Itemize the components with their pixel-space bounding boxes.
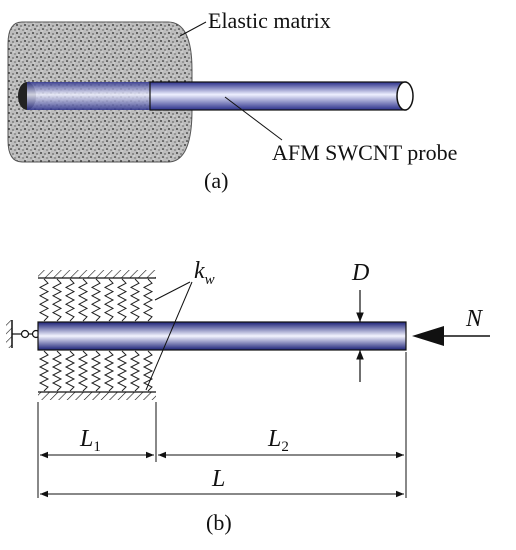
spring-top-1 (51, 278, 63, 322)
probe-tube-b (37, 321, 407, 351)
leader-probe (224, 96, 283, 141)
diameter-dimension (352, 290, 368, 382)
caption-b: (b) (206, 510, 232, 535)
label-L1: L1 (79, 426, 101, 455)
spring-bottom-0 (38, 350, 50, 392)
spring-bottom-3 (77, 350, 89, 392)
spring-bottom-7 (129, 350, 141, 392)
leader-kw-bottom (145, 281, 193, 391)
spring-top-5 (103, 278, 115, 322)
matrix-wall-top (38, 270, 156, 278)
winkler-springs (38, 278, 154, 392)
label-N: N (465, 306, 484, 332)
spring-top-7 (129, 278, 141, 322)
figure-b: kw D N L1 L2 L (b) (6, 258, 490, 535)
figure-a: Elastic matrix AFM SWCNT probe (a) (7, 8, 457, 193)
label-afm-probe: AFM SWCNT probe (272, 140, 457, 165)
probe-tip-ring (396, 81, 414, 111)
caption-a: (a) (204, 168, 228, 193)
spring-bottom-4 (90, 350, 102, 392)
probe-tube-a (149, 81, 407, 111)
spring-top-8 (142, 278, 154, 322)
label-kw: kw (194, 258, 215, 288)
spring-bottom-6 (116, 350, 128, 392)
spring-top-0 (38, 278, 50, 322)
label-L2: L2 (267, 426, 289, 455)
spring-bottom-5 (103, 350, 115, 392)
axial-load-arrow (412, 326, 490, 346)
spring-top-2 (64, 278, 76, 322)
leader-matrix (179, 21, 207, 37)
pinned-support (6, 320, 41, 348)
leader-kw-top (154, 281, 191, 301)
spring-top-3 (77, 278, 89, 322)
spring-bottom-1 (51, 350, 63, 392)
spring-top-6 (116, 278, 128, 322)
label-elastic-matrix: Elastic matrix (208, 8, 331, 33)
label-L: L (211, 466, 225, 492)
matrix-wall-bottom (38, 392, 156, 400)
spring-bottom-2 (64, 350, 76, 392)
spring-top-4 (90, 278, 102, 322)
spring-bottom-8 (142, 350, 154, 392)
label-D: D (351, 260, 369, 286)
